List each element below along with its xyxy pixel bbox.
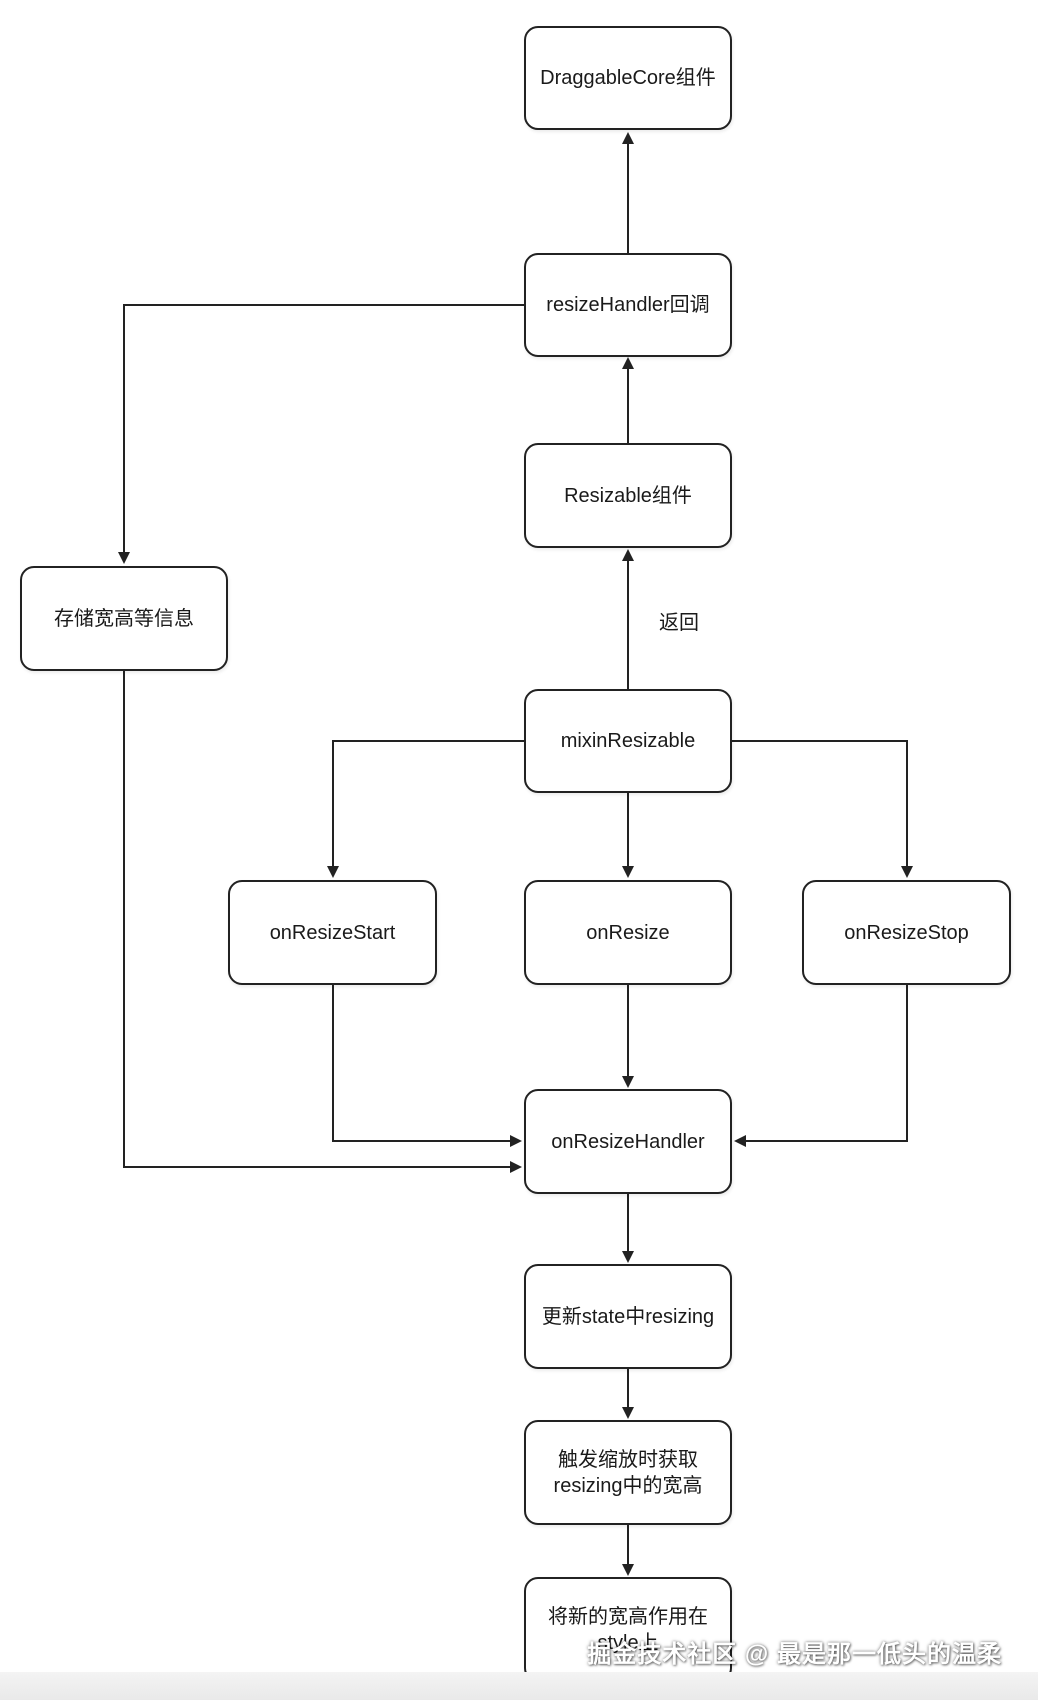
node-update-state: 更新state中resizing	[524, 1264, 732, 1369]
node-onresizestart-label: onResizeStart	[269, 921, 396, 944]
edge-mixin-to-onresizestop	[732, 740, 913, 878]
node-mixinresizable: mixinResizable	[524, 689, 732, 793]
node-store-info: 存储宽高等信息	[20, 566, 228, 671]
node-onresizehandler-label: onResizeHandler	[551, 1130, 705, 1153]
node-update-state-label: 更新state中resizing	[541, 1305, 715, 1328]
node-draggablecore: DraggableCore组件	[524, 26, 732, 130]
edge-callback-to-store	[118, 304, 524, 564]
node-store-info-label: 存储宽高等信息	[54, 607, 194, 630]
node-onresizehandler: onResizeHandler	[524, 1089, 732, 1194]
edge-label-return: 返回	[659, 612, 699, 634]
node-onresize: onResize	[524, 880, 732, 985]
node-resizehandler-callback-label: resizeHandler回调	[546, 294, 710, 316]
edge-store-to-onresizehandler	[123, 671, 522, 1173]
node-get-size-label: 触发缩放时获取 resizing中的宽高	[553, 1448, 703, 1497]
node-get-size: 触发缩放时获取 resizing中的宽高	[524, 1420, 732, 1525]
node-onresizestop-label: onResizeStop	[844, 921, 969, 944]
node-onresize-label: onResize	[586, 921, 670, 944]
node-apply-style-label: 将新的宽高作用在 style上	[548, 1605, 708, 1654]
node-onresizestart: onResizeStart	[228, 880, 437, 985]
node-draggablecore-label: DraggableCore组件	[540, 67, 716, 89]
edge-onresizestart-to-onresizehandler	[332, 985, 522, 1147]
edge-onresizestop-to-onresizehandler	[734, 985, 908, 1147]
edge-mixin-to-onresizestart	[327, 740, 524, 878]
node-onresizestop: onResizeStop	[802, 880, 1011, 985]
node-resizable: Resizable组件	[524, 443, 732, 548]
node-resizehandler-callback: resizeHandler回调	[524, 253, 732, 357]
bottom-band	[0, 1672, 1038, 1700]
node-resizable-label: Resizable组件	[564, 484, 692, 507]
watermark-text: 掘金技术社区 @ 最是那一低头的温柔	[587, 1641, 1002, 1668]
node-mixinresizable-label: mixinResizable	[560, 730, 696, 752]
